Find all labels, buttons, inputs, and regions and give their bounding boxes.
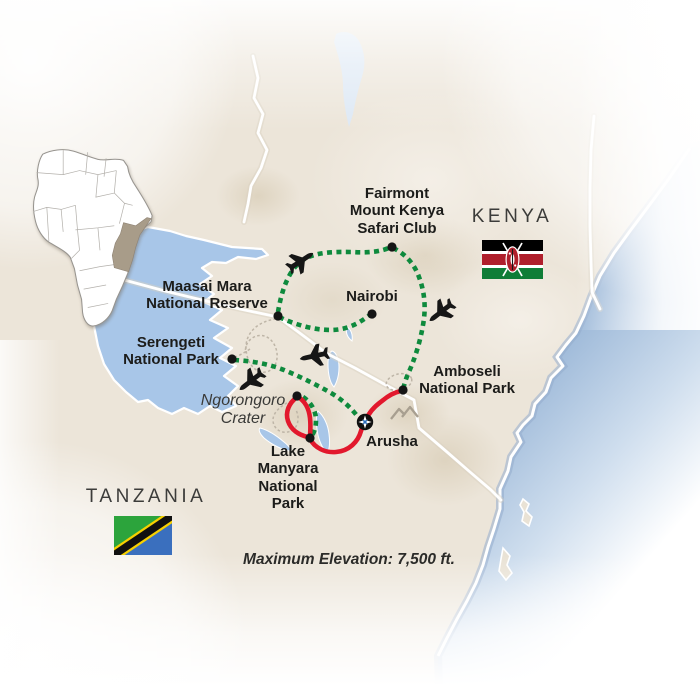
island-pemba [519, 497, 533, 528]
label-arusha: Arusha [366, 433, 418, 450]
label-fairmont-mount-kenya-safari-club: Fairmont Mount Kenya Safari Club [349, 185, 445, 237]
compass-star-icon [356, 413, 374, 431]
label-country-kenya: KENYA [471, 206, 553, 227]
flight-routes [233, 244, 427, 439]
label-max-elevation: Maximum Elevation: 7,500 ft. [243, 551, 455, 568]
africa-country-borders [33, 150, 133, 308]
label-maasai-mara-national-reserve: Maasai Mara National Reserve [146, 278, 268, 313]
lake-magadi [345, 326, 353, 342]
city-dot-lake-manyara [305, 433, 315, 443]
flight-route-maasai-fairmont [275, 244, 393, 313]
africa-inset-highlight [111, 217, 152, 273]
label-nairobi: Nairobi [346, 288, 398, 305]
label-ngorongoro-crater: Ngorongoro Crater [200, 392, 286, 428]
mountain-icon [390, 405, 419, 420]
game-drive-link-serengeti [232, 348, 251, 359]
city-dot-fairmont [387, 242, 397, 252]
flight-route-ngorongoro-manyara [301, 395, 319, 439]
label-lake-manyara-national-park: Lake Manyara National Park [257, 443, 319, 513]
game-drive-loop-ngorongoro [272, 398, 299, 433]
road-route-ngorongoro-manyara-west [284, 394, 311, 440]
africa-inset-map [32, 149, 153, 327]
lake-eyasi [258, 427, 291, 452]
label-serengeti-national-park: Serengeti National Park [123, 334, 219, 369]
label-amboseli-national-park: Amboseli National Park [419, 363, 515, 398]
kenya-flag-shield [502, 242, 523, 277]
road-route-ngorongoro-manyara-east [295, 394, 313, 440]
road-route-arusha-amboseli [363, 388, 404, 423]
tanzania-flag [114, 516, 172, 555]
city-dot-nairobi [367, 309, 377, 319]
stop-dots [227, 242, 408, 443]
label-country-tanzania: TANZANIA [85, 486, 207, 507]
city-dot-maasai-mara [273, 311, 283, 321]
city-dot-amboseli [398, 385, 408, 395]
flight-route-fairmont-amboseli [391, 245, 427, 390]
flight-route-maasai-nairobi [278, 312, 373, 333]
flight-route-serengeti-arusha [233, 357, 360, 419]
lake-victoria [90, 225, 270, 416]
kenya-flag [482, 240, 543, 279]
city-dot-serengeti [227, 354, 237, 364]
game-drive-loop-maasai-mara [244, 318, 278, 373]
city-dot-ngorongoro [292, 391, 302, 401]
